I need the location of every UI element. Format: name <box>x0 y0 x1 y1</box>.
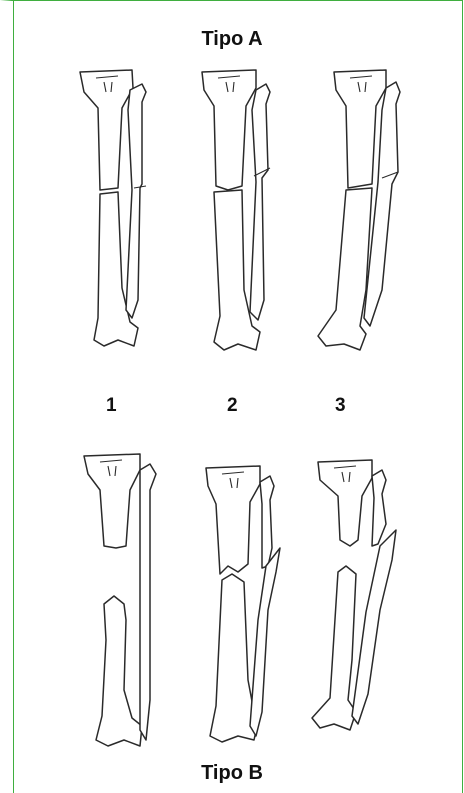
fibula <box>250 84 270 320</box>
fibula <box>140 464 156 740</box>
fibula-distal <box>352 530 396 724</box>
tibia-fibula-type-b-2 <box>206 466 280 742</box>
tibia-distal <box>96 596 142 746</box>
tibia-proximal <box>318 460 372 546</box>
tibia-fibula-type-b-3 <box>312 460 396 730</box>
tibia-proximal <box>202 70 256 190</box>
tibia-distal <box>312 566 356 730</box>
tibia-proximal <box>80 70 133 190</box>
tibia-fibula-type-a-2 <box>202 70 270 350</box>
tibia-fibula-type-a-1 <box>80 70 146 346</box>
tibia-distal <box>318 188 372 350</box>
fibula <box>372 470 386 546</box>
tibia-proximal <box>84 454 140 548</box>
tibia-proximal <box>206 466 260 574</box>
fibula <box>126 84 146 318</box>
fibula-distal <box>250 548 280 736</box>
fibula <box>260 476 274 568</box>
tibia-fibula-type-b-1 <box>84 454 156 746</box>
tibia-fibula-type-a-3 <box>318 70 400 350</box>
